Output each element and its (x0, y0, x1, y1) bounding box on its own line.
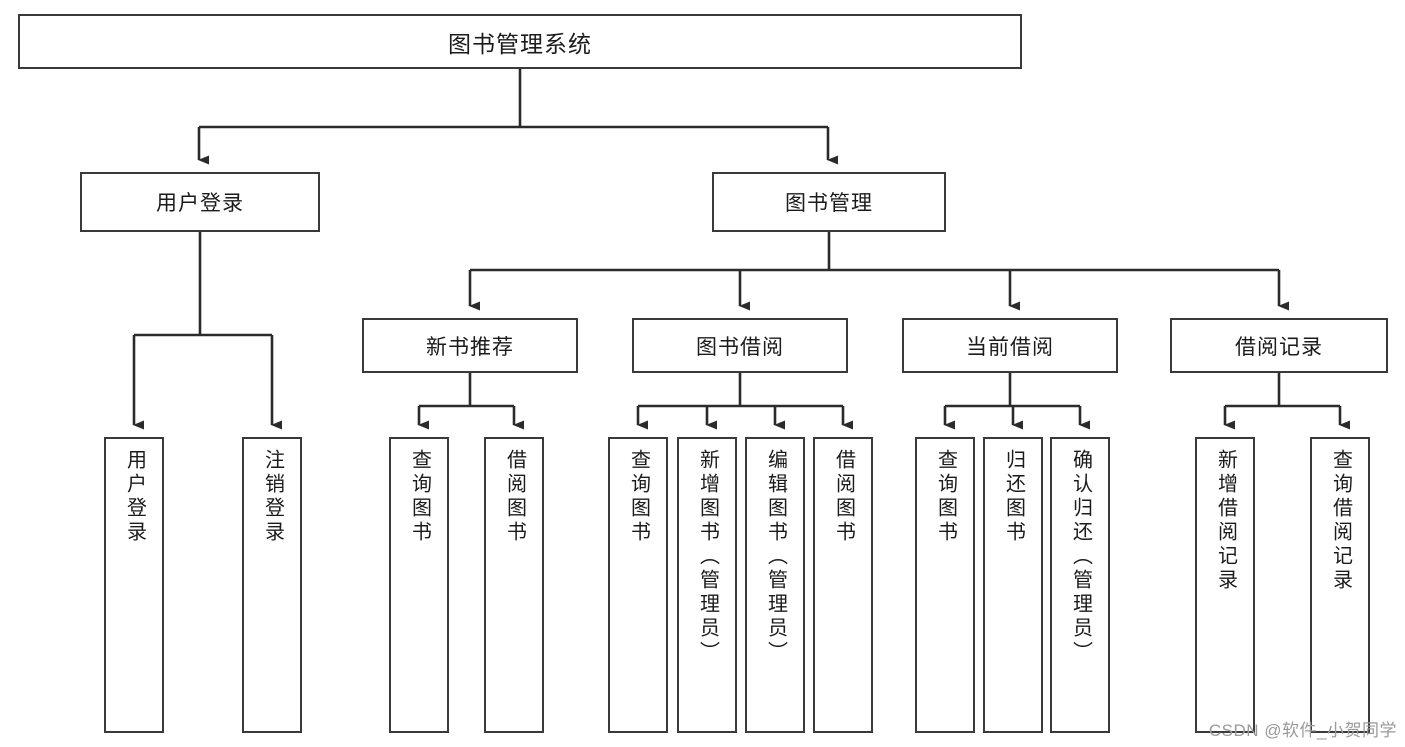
leaf-confirm-return-admin-label: 确认归还（管理员） (1069, 449, 1092, 665)
leaf-borrow-query-book[interactable]: 查询图书 (608, 437, 668, 733)
leaf-newbook-query-book-label: 查询图书 (408, 449, 431, 545)
leaf-newbook-query-book[interactable]: 查询图书 (389, 437, 449, 733)
leaf-logout[interactable]: 注销登录 (242, 437, 302, 733)
leaf-newbook-borrow-book-label: 借阅图书 (503, 449, 526, 545)
leaf-borrow-book-label: 借阅图书 (832, 449, 855, 545)
leaf-query-borrow-record-label: 查询借阅记录 (1329, 449, 1352, 593)
leaf-return-book[interactable]: 归还图书 (983, 437, 1043, 733)
node-borrow-record[interactable]: 借阅记录 (1170, 318, 1388, 373)
node-current-borrow-label: 当前借阅 (966, 335, 1054, 359)
leaf-current-query-book[interactable]: 查询图书 (915, 437, 975, 733)
leaf-confirm-return-admin[interactable]: 确认归还（管理员） (1050, 437, 1110, 733)
node-user-login[interactable]: 用户登录 (80, 172, 320, 232)
leaf-logout-label: 注销登录 (261, 449, 284, 545)
node-book-management-label: 图书管理 (785, 192, 873, 215)
leaf-edit-book-admin-label: 编辑图书（管理员） (764, 449, 787, 665)
node-new-book-recommend[interactable]: 新书推荐 (362, 318, 578, 373)
csdn-watermark: CSDN @软件_小贺同学 (1208, 721, 1397, 740)
node-user-login-label: 用户登录 (156, 192, 244, 215)
node-borrow-record-label: 借阅记录 (1235, 335, 1323, 359)
leaf-add-book-admin[interactable]: 新增图书（管理员） (677, 437, 737, 733)
leaf-user-login-label: 用户登录 (123, 449, 146, 545)
leaf-add-book-admin-label: 新增图书（管理员） (696, 449, 719, 665)
leaf-return-book-label: 归还图书 (1002, 449, 1025, 545)
node-root[interactable]: 图书管理系统 (18, 14, 1022, 69)
node-book-management[interactable]: 图书管理 (712, 172, 946, 232)
node-root-label: 图书管理系统 (448, 30, 592, 57)
leaf-current-query-book-label: 查询图书 (934, 449, 957, 545)
leaf-borrow-query-book-label: 查询图书 (627, 449, 650, 545)
leaf-add-borrow-record-label: 新增借阅记录 (1214, 449, 1237, 593)
leaf-user-login[interactable]: 用户登录 (104, 437, 164, 733)
leaf-query-borrow-record[interactable]: 查询借阅记录 (1310, 437, 1370, 733)
leaf-borrow-book[interactable]: 借阅图书 (813, 437, 873, 733)
leaf-add-borrow-record[interactable]: 新增借阅记录 (1195, 437, 1255, 733)
node-new-book-recommend-label: 新书推荐 (426, 335, 514, 359)
node-current-borrow[interactable]: 当前借阅 (902, 318, 1118, 373)
node-book-borrow-label: 图书借阅 (696, 335, 784, 359)
leaf-newbook-borrow-book[interactable]: 借阅图书 (484, 437, 544, 733)
node-book-borrow[interactable]: 图书借阅 (632, 318, 848, 373)
leaf-edit-book-admin[interactable]: 编辑图书（管理员） (745, 437, 805, 733)
